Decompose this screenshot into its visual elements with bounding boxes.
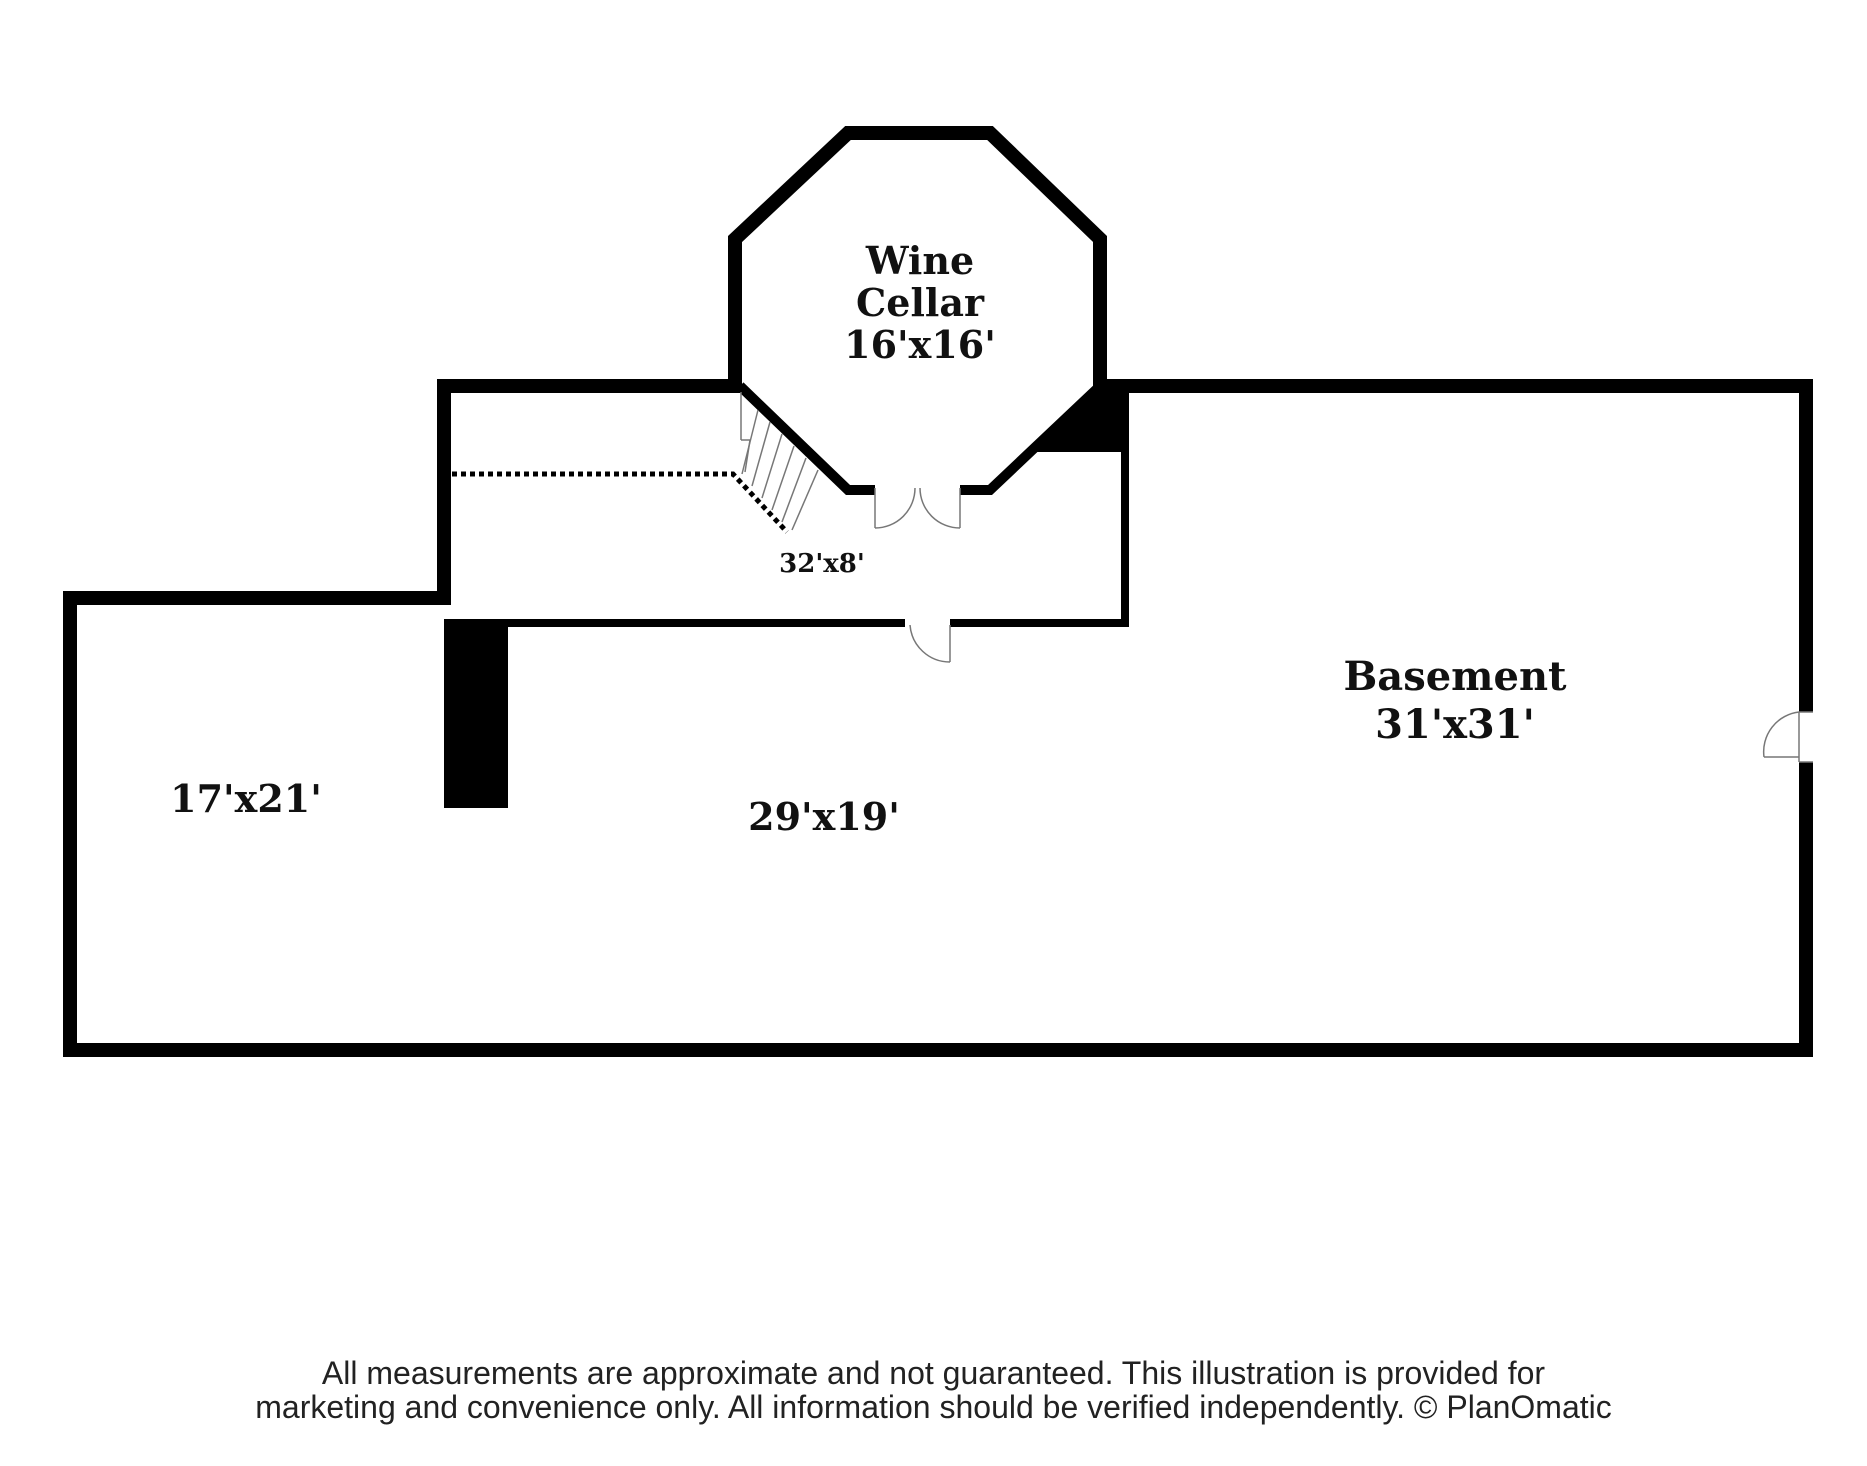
basement-name: Basement (1343, 653, 1567, 700)
left-room-dimensions: 17'x21' (170, 776, 322, 821)
outer-wall (63, 126, 1813, 1057)
center-room-dimensions: 29'x19' (748, 794, 900, 839)
wall-mass (1035, 380, 1128, 452)
disclaimer: All measurements are approximate and not… (0, 1356, 1867, 1424)
exterior-door-opening (1799, 712, 1813, 762)
disclaimer-line-2: marketing and convenience only. All info… (255, 1389, 1612, 1425)
wall-mass (444, 625, 508, 808)
exterior-door (1762, 711, 1813, 763)
disclaimer-line-1: All measurements are approximate and not… (321, 1355, 1546, 1391)
stairs (740, 392, 819, 531)
basement-dimensions: 31'x31' (1375, 701, 1535, 748)
wine-cellar-dimensions: 16'x16' (844, 322, 996, 367)
hallway-door (909, 624, 951, 663)
hallway-dimensions: 32'x8' (779, 549, 865, 579)
stairs-edge (452, 471, 789, 534)
wine-cellar-name-line2: Cellar (856, 280, 985, 325)
wine-cellar-door (874, 487, 961, 529)
wine-cellar-wall (736, 382, 875, 495)
wine-cellar-name-line1: Wine (865, 238, 974, 283)
